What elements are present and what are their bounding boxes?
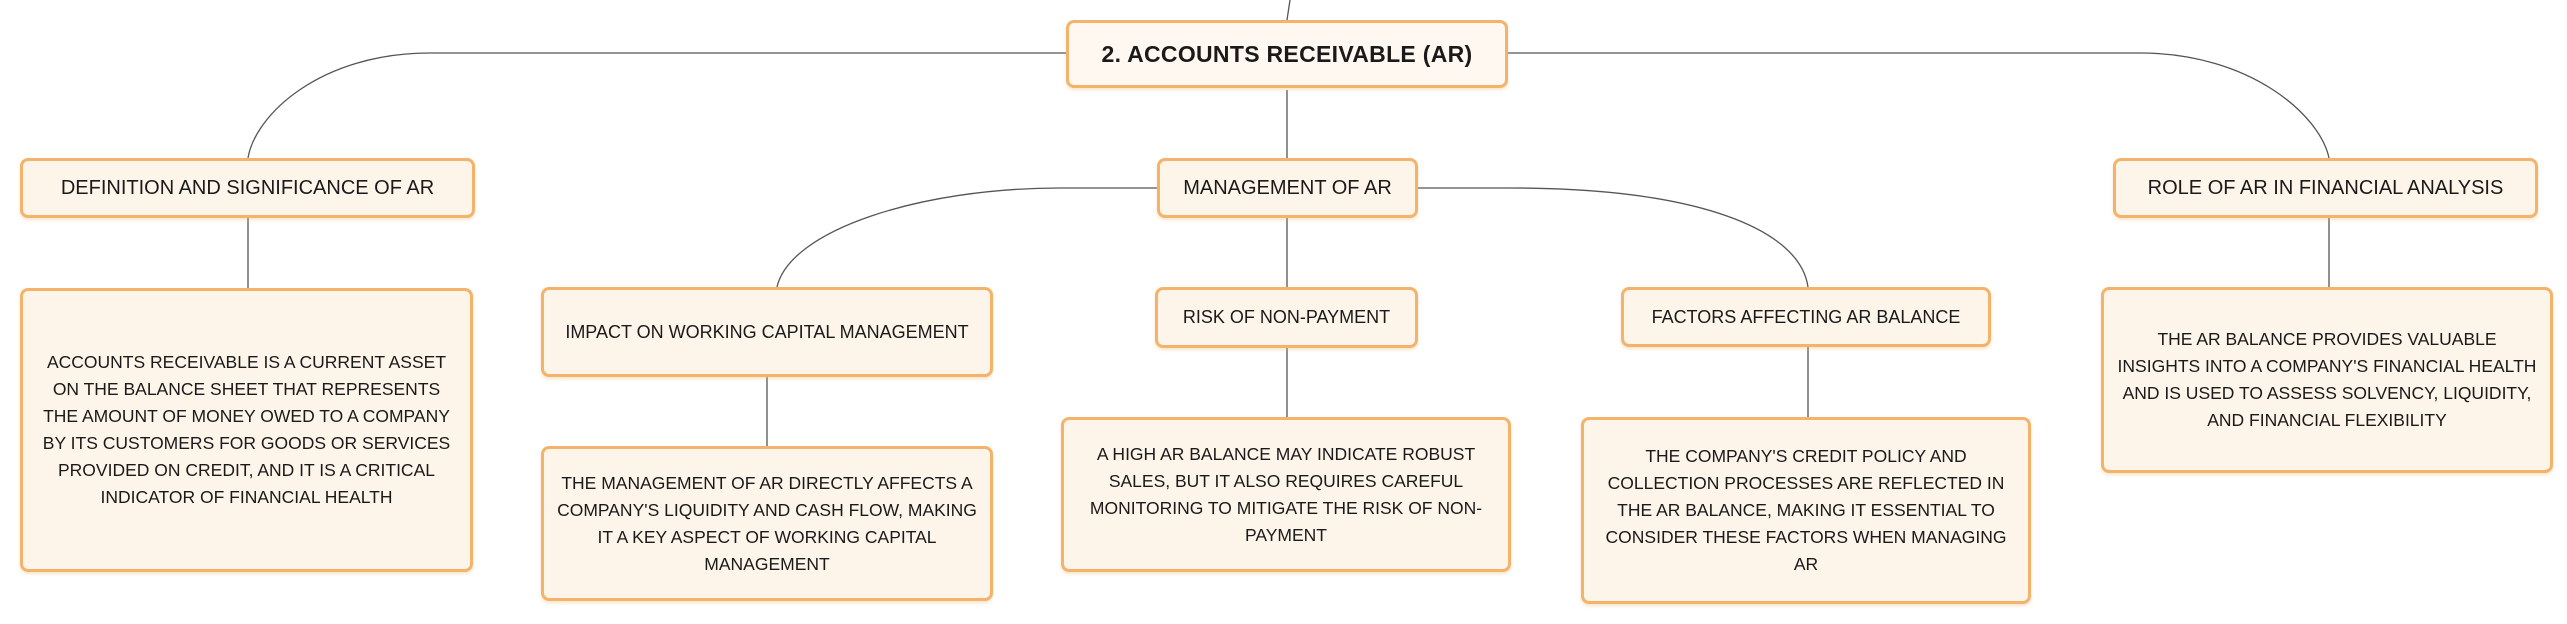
detail-text: THE AR BALANCE PROVIDES VALUABLE INSIGHT…	[2117, 329, 2537, 430]
detail-text: A HIGH AR BALANCE MAY INDICATE ROBUST SA…	[1089, 443, 1483, 545]
connector-root-definition	[247, 52, 1066, 159]
connector-root-analysis	[1508, 52, 2330, 159]
subtopic-factors-affecting-ar-balance[interactable]: FACTORS AFFECTING AR BALANCE	[1621, 287, 1991, 347]
subtopic-label: FACTORS AFFECTING AR BALANCE	[1651, 306, 1961, 327]
detail-analysis[interactable]: THE AR BALANCE PROVIDES VALUABLE INSIGHT…	[2101, 287, 2553, 473]
detail-text: THE COMPANY'S CREDIT POLICY AND COLLECTI…	[1605, 446, 2007, 574]
detail-factors[interactable]: THE COMPANY'S CREDIT POLICY AND COLLECTI…	[1581, 417, 2031, 604]
topic-definition-and-significance[interactable]: DEFINITION AND SIGNIFICANCE OF AR	[20, 158, 475, 218]
subtopic-label: IMPACT ON WORKING CAPITAL MANAGEMENT	[565, 321, 969, 342]
detail-definition[interactable]: ACCOUNTS RECEIVABLE IS A CURRENT ASSET O…	[20, 288, 473, 572]
connector-management-working-capital	[776, 187, 1157, 288]
detail-working-capital[interactable]: THE MANAGEMENT OF AR DIRECTLY AFFECTS A …	[541, 446, 993, 601]
detail-non-payment[interactable]: A HIGH AR BALANCE MAY INDICATE ROBUST SA…	[1061, 417, 1511, 572]
subtopic-impact-on-working-capital[interactable]: IMPACT ON WORKING CAPITAL MANAGEMENT	[541, 287, 993, 377]
detail-text: ACCOUNTS RECEIVABLE IS A CURRENT ASSET O…	[42, 352, 451, 507]
subtopic-label: RISK OF NON-PAYMENT	[1182, 307, 1391, 327]
root-topic-label: 2. ACCOUNTS RECEIVABLE (AR)	[1101, 40, 1473, 67]
connector-parent-stub	[1286, 0, 1291, 21]
subtopic-risk-of-non-payment[interactable]: RISK OF NON-PAYMENT	[1155, 287, 1418, 348]
topic-label: MANAGEMENT OF AR	[1183, 176, 1392, 199]
detail-text: THE MANAGEMENT OF AR DIRECTLY AFFECTS A …	[557, 472, 977, 574]
topic-role-in-financial-analysis[interactable]: ROLE OF AR IN FINANCIAL ANALYSIS	[2113, 158, 2538, 218]
topic-management-of-ar[interactable]: MANAGEMENT OF AR	[1157, 158, 1418, 218]
root-topic[interactable]: 2. ACCOUNTS RECEIVABLE (AR)	[1066, 20, 1508, 88]
topic-label: DEFINITION AND SIGNIFICANCE OF AR	[60, 176, 435, 199]
topic-label: ROLE OF AR IN FINANCIAL ANALYSIS	[2147, 176, 2504, 199]
connector-management-factors	[1418, 187, 1809, 288]
